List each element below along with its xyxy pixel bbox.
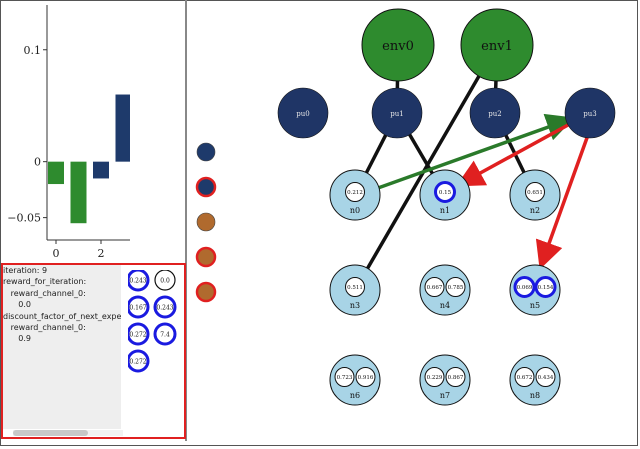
pu1-label: pu1 xyxy=(390,110,403,118)
legend-dot[interactable] xyxy=(196,142,216,162)
pu0-node[interactable] xyxy=(277,87,329,139)
n1-label: n1 xyxy=(440,206,450,215)
arrow-pu3-n1 xyxy=(455,123,569,187)
pu3-node[interactable] xyxy=(564,87,616,139)
value-circle-grid: 0.243 0.0 0.167 0.243 0.272 7.4 0.272 xyxy=(128,270,177,373)
n8-value-circle xyxy=(514,367,535,387)
env0-label: env0 xyxy=(382,39,414,54)
pu2-label: pu2 xyxy=(488,110,501,118)
n2-value-circle xyxy=(525,182,545,202)
n7-value-label: 0.867 xyxy=(448,375,464,381)
value-circle-label: 0.272 xyxy=(129,359,146,366)
bar-2 xyxy=(93,161,109,179)
n0-value-circle xyxy=(345,182,365,202)
log-text: iteration: 9 reward_for_iteration: rewar… xyxy=(3,265,121,429)
arrow-pu3-n5 xyxy=(535,134,590,270)
value-circle-label: 0.167 xyxy=(129,305,146,312)
n5-value-circle xyxy=(534,276,557,298)
n7-label: n7 xyxy=(440,391,450,400)
n2-label: n2 xyxy=(530,206,540,215)
y-tick-label: −0.05 xyxy=(7,212,41,225)
value-circle-label: 0.243 xyxy=(156,305,173,312)
x-tick-label: 2 xyxy=(98,247,105,260)
n6-value-label: 0.916 xyxy=(358,375,374,381)
n8-label: n8 xyxy=(530,391,540,400)
env1-label: env1 xyxy=(481,39,513,54)
n7-value-circle xyxy=(424,367,445,387)
n3-value-circle xyxy=(345,277,365,297)
pu3-label: pu3 xyxy=(583,110,596,118)
n1-value-circle xyxy=(434,181,456,203)
y-tick-label: 0 xyxy=(34,156,41,169)
n4-value-circle xyxy=(424,277,445,297)
y-tick-label: 0.1 xyxy=(24,44,42,57)
n2-value-label: 0.651 xyxy=(527,190,543,196)
pu0-label: pu0 xyxy=(296,110,309,118)
log-box: iteration: 9 reward_for_iteration: rewar… xyxy=(1,263,186,439)
n7-value-label: 0.229 xyxy=(427,375,443,381)
pu1-node[interactable] xyxy=(371,87,423,139)
n6-value-circle xyxy=(334,367,355,387)
log-scrollbar-thumb[interactable] xyxy=(13,430,88,436)
n8-value-label: 0.672 xyxy=(517,375,533,381)
n8-value-circle xyxy=(535,367,556,387)
legend-dot[interactable] xyxy=(195,176,217,198)
value-circle-label: 0.272 xyxy=(129,332,146,339)
legend-dot[interactable] xyxy=(196,212,216,232)
value-circle xyxy=(153,322,177,346)
bar-3 xyxy=(115,94,130,162)
n6-label: n6 xyxy=(350,391,360,400)
x-tick-label: 0 xyxy=(53,247,60,260)
value-circle xyxy=(153,295,177,319)
n4-value-label: 0.785 xyxy=(448,285,464,291)
n5-value-label: 0.069 xyxy=(517,285,533,291)
value-circle-label: 0.0 xyxy=(160,278,170,285)
value-circle-label: 7.4 xyxy=(160,332,170,339)
n4-label: n4 xyxy=(440,301,450,310)
bar-1 xyxy=(70,161,87,224)
reward-bar-chart: 0.10−0.05 024 xyxy=(7,5,130,260)
n6-value-circle xyxy=(355,367,376,387)
left-panel: 0.10−0.05 024 iteration: 9 reward_for_it… xyxy=(0,0,187,441)
n3-value-label: 0.511 xyxy=(347,285,363,291)
n4-value-label: 0.667 xyxy=(427,285,443,291)
arrow-n0-pu3 xyxy=(377,113,575,190)
pu2-node[interactable] xyxy=(469,87,521,139)
bar-0 xyxy=(48,161,64,185)
n5-value-label: 0.154 xyxy=(538,285,554,291)
value-circle xyxy=(128,270,150,292)
n0-value-label: 0.212 xyxy=(347,190,363,196)
value-circle-label: 0.243 xyxy=(129,278,146,285)
env0-node[interactable] xyxy=(361,8,435,82)
value-circle xyxy=(128,322,150,346)
n7-value-circle xyxy=(445,367,466,387)
value-circle xyxy=(128,349,150,373)
value-circle xyxy=(128,295,150,319)
n4-value-circle xyxy=(445,277,466,297)
n3-label: n3 xyxy=(350,301,360,310)
network-graph: env0 env1 pu0 pu1 pu2 pu3 0.212 n0 0.15 n1 0.651 n2… xyxy=(277,8,616,406)
legend-dot[interactable] xyxy=(195,246,217,268)
value-circle xyxy=(154,270,176,291)
n1-value-label: 0.15 xyxy=(439,190,452,196)
edge-env1-n3 xyxy=(353,44,499,291)
n0-label: n0 xyxy=(350,206,360,215)
n5-value-circle xyxy=(513,276,536,298)
env1-node[interactable] xyxy=(460,8,534,82)
n5-label: n5 xyxy=(530,301,540,310)
n6-value-label: 0.723 xyxy=(337,375,353,381)
legend-dots xyxy=(195,142,217,303)
legend-dot[interactable] xyxy=(195,281,217,303)
n8-value-label: 0.434 xyxy=(538,375,554,381)
mini-state-panel xyxy=(130,0,182,170)
